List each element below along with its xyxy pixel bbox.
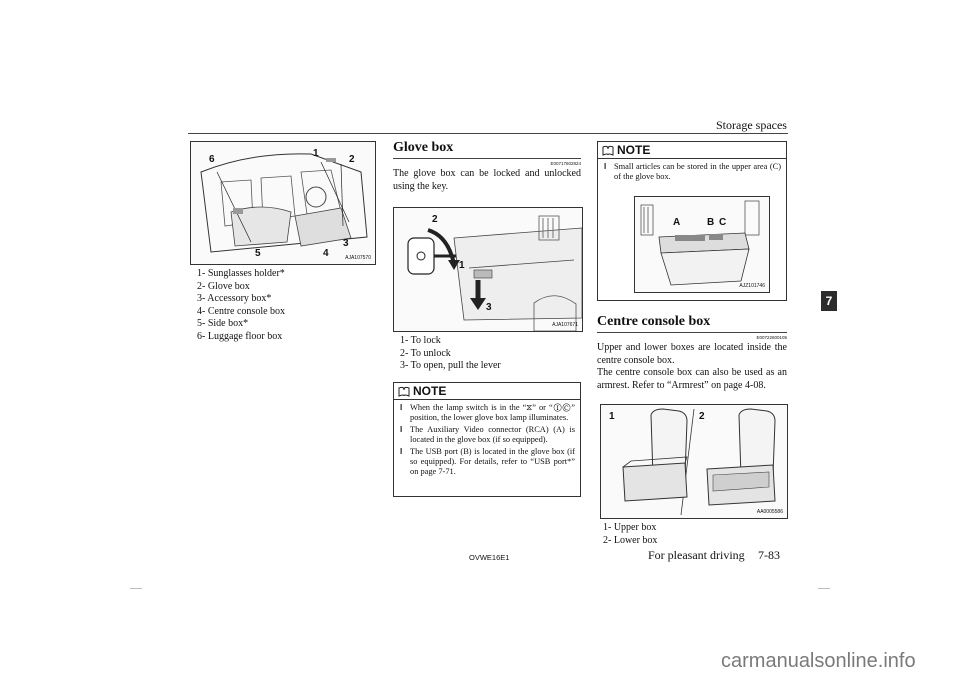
note-item: l Small articles can be stored in the up… bbox=[604, 162, 781, 183]
section-code: E00722600105 bbox=[756, 335, 787, 340]
glove-box-open-illustration bbox=[640, 200, 760, 286]
figure-code: AJA107570 bbox=[345, 255, 371, 261]
crop-mark bbox=[130, 588, 142, 589]
note-icon bbox=[602, 145, 614, 156]
chapter-tab: 7 bbox=[821, 291, 837, 311]
console-box-illustration bbox=[622, 408, 776, 516]
console-box-list: 1- Upper box 2- Lower box bbox=[603, 522, 657, 547]
callout-1: 1 bbox=[609, 411, 615, 422]
body-paragraph: The centre console box can also be used … bbox=[597, 367, 787, 391]
note-body: l Small articles can be stored in the up… bbox=[598, 159, 786, 188]
list-item: 2- Glove box bbox=[197, 280, 250, 292]
callout-2: 2 bbox=[432, 214, 438, 225]
callout-2: 2 bbox=[349, 154, 355, 165]
page-number: 7-83 bbox=[758, 548, 780, 562]
list-item: 6- Luggage floor box bbox=[197, 330, 283, 342]
bullet-icon: l bbox=[400, 446, 403, 456]
callout-c: C bbox=[719, 217, 727, 228]
glove-box-title: Glove box bbox=[393, 140, 454, 155]
section-rule bbox=[597, 332, 787, 333]
note-item: l The USB port (B) is located in the glo… bbox=[400, 447, 575, 478]
header-rule bbox=[188, 133, 788, 134]
note-icon bbox=[398, 386, 410, 397]
figure-code: AJZ101746 bbox=[739, 283, 765, 289]
figure-code: AJA107671 bbox=[552, 322, 578, 328]
watermark-text: carmanualsonline.info bbox=[721, 650, 916, 672]
callout-1: 1 bbox=[459, 260, 465, 271]
callout-2: 2 bbox=[699, 411, 705, 422]
vehicle-interior-illustration bbox=[200, 153, 368, 253]
vehicle-interior-figure: 6 1 2 3 4 5 AJA107570 bbox=[190, 141, 376, 265]
bullet-icon: l bbox=[604, 162, 607, 171]
glove-box-body: The glove box can be locked and unlocked… bbox=[393, 168, 581, 192]
section-code: E00717602824 bbox=[550, 161, 581, 166]
note-text: The USB port (B) is located in the glove… bbox=[410, 446, 575, 477]
list-item: 3- Accessory box* bbox=[197, 293, 272, 304]
centre-console-figure: 1 2 AA0005586 bbox=[600, 404, 788, 519]
callout-b: B bbox=[707, 217, 715, 228]
glove-box-illustration bbox=[407, 215, 582, 331]
note-text: The Auxiliary Video connector (RCA) (A) … bbox=[410, 424, 575, 445]
list-item: 2- To unlock bbox=[400, 347, 451, 359]
note-text: When the lamp switch is in the “⧖” or “Ⓘ… bbox=[410, 403, 575, 423]
note-item: l When the lamp switch is in the “⧖” or … bbox=[400, 403, 575, 424]
list-item: 1- Upper box bbox=[603, 522, 657, 533]
centre-console-body: Upper and lower boxes are located inside… bbox=[597, 342, 787, 392]
callout-6: 6 bbox=[209, 154, 215, 165]
note-header: NOTE bbox=[598, 142, 786, 159]
callout-3: 3 bbox=[486, 302, 492, 313]
section-rule bbox=[393, 158, 581, 159]
upper-area-figure: A B C AJZ101746 bbox=[634, 196, 770, 293]
note-text: Small articles can be stored in the uppe… bbox=[614, 162, 781, 182]
glove-box-steps: 1- To lock 2- To unlock 3- To open, pull… bbox=[400, 335, 501, 373]
body-paragraph: Upper and lower boxes are located inside… bbox=[597, 342, 787, 366]
glove-box-note: NOTE l When the lamp switch is in the “⧖… bbox=[393, 382, 581, 497]
callout-a: A bbox=[673, 217, 681, 228]
footer-chapter-name: For pleasant driving bbox=[648, 548, 745, 562]
bullet-icon: l bbox=[400, 424, 403, 434]
figure-code: AA0005586 bbox=[756, 509, 783, 515]
list-item: 5- Side box* bbox=[197, 318, 249, 329]
list-item: 3- To open, pull the lever bbox=[400, 360, 501, 371]
callout-4: 4 bbox=[323, 248, 329, 259]
note-item: l The Auxiliary Video connector (RCA) (A… bbox=[400, 425, 575, 446]
list-item: 1- Sunglasses holder* bbox=[197, 268, 285, 279]
storage-list: 1- Sunglasses holder* 2- Glove box 3- Ac… bbox=[197, 268, 285, 343]
note-header: NOTE bbox=[394, 383, 580, 400]
callout-1: 1 bbox=[313, 148, 319, 159]
crop-mark bbox=[818, 588, 830, 589]
note-label: NOTE bbox=[617, 143, 651, 157]
list-item: 1- To lock bbox=[400, 335, 441, 346]
callout-3: 3 bbox=[343, 238, 349, 249]
list-item: 2- Lower box bbox=[603, 534, 658, 546]
upper-area-note: NOTE l Small articles can be stored in t… bbox=[597, 141, 787, 301]
centre-console-title: Centre console box bbox=[597, 314, 711, 329]
document-code: OVWE16E1 bbox=[469, 553, 510, 562]
callout-5: 5 bbox=[255, 248, 261, 259]
note-body: l When the lamp switch is in the “⧖” or … bbox=[394, 400, 580, 483]
note-label: NOTE bbox=[413, 384, 447, 398]
running-header: Storage spaces bbox=[716, 118, 787, 132]
list-item: 4- Centre console box bbox=[197, 305, 286, 317]
glove-box-figure: 2 1 3 AJA107671 bbox=[393, 207, 583, 332]
bullet-icon: l bbox=[400, 403, 403, 412]
